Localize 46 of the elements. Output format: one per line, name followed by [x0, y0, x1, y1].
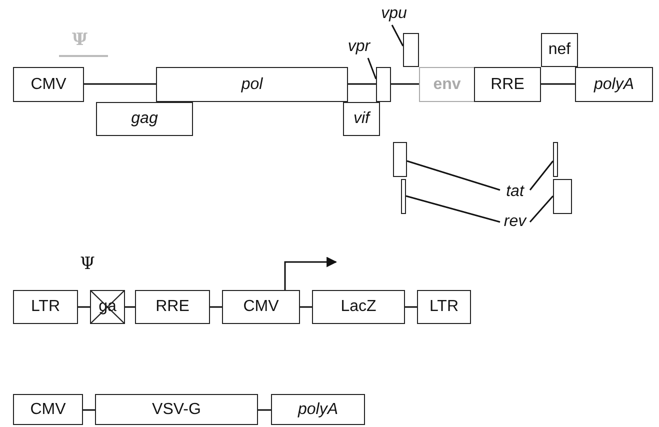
exon-box	[401, 179, 406, 214]
backbone-line	[300, 306, 312, 308]
gene-box: VSV-G	[95, 394, 258, 425]
backbone-line	[405, 306, 417, 308]
gene-label: tat	[500, 181, 530, 203]
gene-box: CMV	[13, 394, 83, 425]
gene-box: gag	[96, 102, 193, 136]
exon-box	[376, 67, 391, 102]
leader-line	[367, 58, 377, 80]
psi-symbol: Ψ	[72, 30, 88, 50]
gene-box: CMV	[222, 290, 300, 324]
gene-box: LacZ	[312, 290, 405, 324]
gene-label: vpr	[343, 36, 375, 58]
backbone-line	[258, 409, 271, 411]
backbone-line	[125, 306, 135, 308]
gene-box: nef	[541, 33, 578, 67]
backbone-line	[391, 83, 419, 85]
gene-box: env	[419, 67, 475, 102]
exon-box	[393, 142, 407, 177]
leader-line	[529, 196, 554, 222]
exon-box	[553, 179, 572, 214]
gene-box: polyA	[575, 67, 653, 102]
gene-box: polyA	[271, 394, 365, 425]
gene-box: RRE	[135, 290, 210, 324]
psi-symbol: Ψ	[80, 254, 95, 274]
exon-box	[403, 33, 419, 67]
backbone-line	[84, 83, 156, 85]
leader-line	[406, 195, 500, 223]
gene-label: vpu	[376, 3, 412, 25]
promoter-arrow	[284, 256, 338, 290]
gene-box: CMV	[13, 67, 84, 102]
backbone-line	[348, 83, 376, 85]
leader-line	[391, 24, 404, 46]
backbone-line	[210, 306, 222, 308]
exon-box	[553, 142, 558, 177]
gene-box: pol	[156, 67, 348, 102]
backbone-line	[78, 306, 90, 308]
gene-box: RRE	[474, 67, 541, 102]
gene-box: LTR	[417, 290, 471, 324]
backbone-line	[541, 83, 575, 85]
leader-line	[529, 160, 554, 190]
gene-box: LTR	[13, 290, 78, 324]
backbone-line	[83, 409, 95, 411]
leader-line	[406, 160, 500, 191]
gene-label: rev	[500, 211, 530, 233]
gene-box: vif	[343, 102, 380, 136]
